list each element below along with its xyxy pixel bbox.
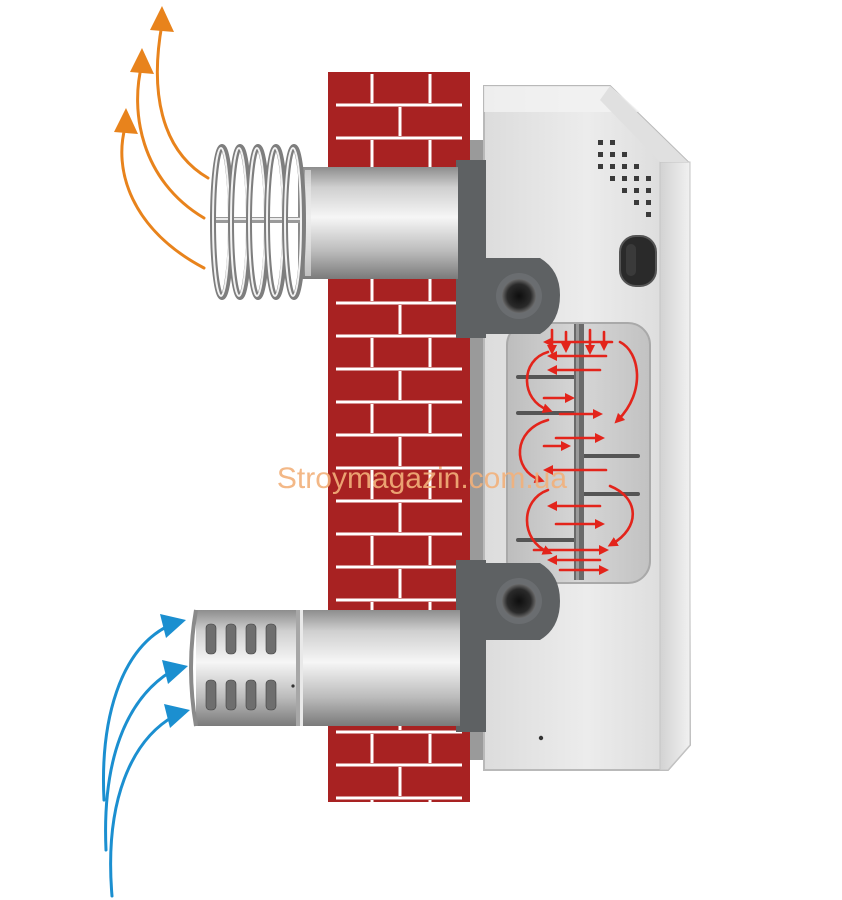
grille-dot [634,176,639,181]
intake-pipe [189,609,460,727]
exhaust-arrow-heads [114,6,174,134]
grille-dot [634,164,639,169]
grille-dot [622,176,627,181]
heat-flow-arrow-icon [518,328,639,575]
grille-dot [610,164,615,169]
exhaust-arrow-icon [120,22,210,270]
grille-dot [622,152,627,157]
grille-dot [622,188,627,193]
control-knob [619,235,657,287]
intake-arrow-icon [102,624,176,898]
heat-arrow [607,484,635,547]
grille-dot [646,188,651,193]
grille-dot [610,152,615,157]
grille-dot [598,140,603,145]
exhaust-terminal-coil [210,144,306,300]
vent-grille [598,140,651,217]
grille-dot [622,164,627,169]
grille-dot [610,140,615,145]
heat-arrow [525,488,553,555]
heat-arrow [518,418,550,484]
grille-dot [598,152,603,157]
grille-dot [610,176,615,181]
watermark-text: Stroymagazin.com.ua [277,462,567,495]
grille-dot [634,200,639,205]
grille-dot [646,200,651,205]
grille-dot [634,188,639,193]
heat-arrow [525,350,553,414]
intake-arrow-heads [160,614,190,728]
mounting-flanges [456,160,560,732]
grille-dot [646,176,651,181]
heat-arrow [614,340,639,424]
exhaust-pipe [210,144,458,300]
coil-ring-highlight [284,147,302,297]
grille-dot [598,164,603,169]
heat-exchanger [506,322,651,584]
grille-dot [646,212,651,217]
